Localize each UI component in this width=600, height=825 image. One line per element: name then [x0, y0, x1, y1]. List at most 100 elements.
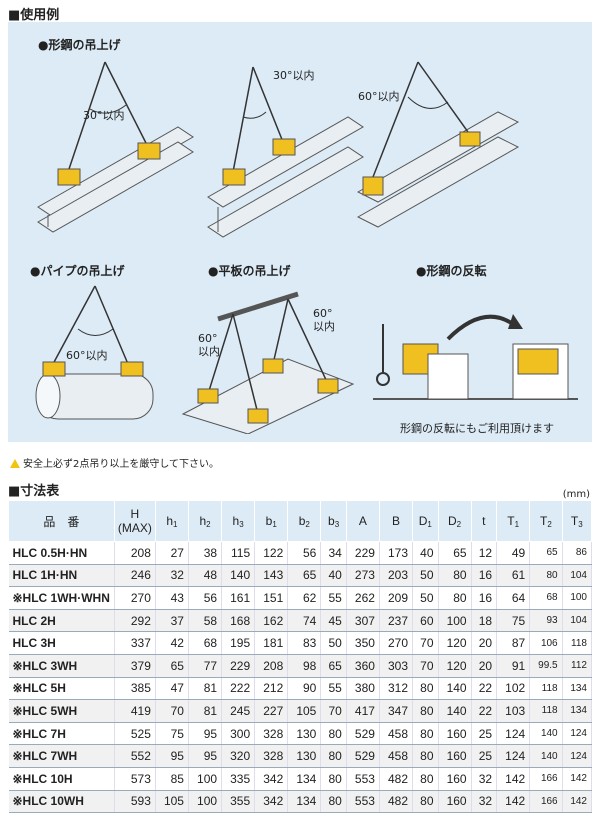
angle-label-5-right-text: 以内	[313, 320, 335, 333]
panel-label-shape-lift: ●形鋼の吊上げ	[38, 38, 121, 52]
unit-label: (mm)	[562, 489, 590, 500]
model-cell: ※HLC 10H	[8, 767, 115, 791]
model-cell: HLC 3H	[8, 631, 115, 655]
value-cell: 342	[254, 767, 289, 791]
shape-invert-illustration	[373, 314, 578, 400]
col-D1-sub: 1	[427, 519, 432, 529]
value-cell: 80	[320, 767, 347, 791]
value-cell: 80	[412, 699, 439, 723]
channel-steel-lift-illustration	[356, 61, 520, 228]
value-cell: 20	[471, 631, 498, 655]
model-cell: ※HLC 5H	[8, 677, 115, 701]
value-cell: 12	[471, 541, 498, 565]
angle-label-1: 30°以内	[83, 109, 125, 122]
value-cell: 87	[496, 631, 531, 655]
col-D2-sub: 2	[456, 519, 462, 529]
value-cell: 273	[346, 564, 380, 588]
value-cell: 70	[320, 699, 347, 723]
safety-note: 安全上必ず2点吊り以上を厳守して下さい。	[10, 455, 219, 470]
value-cell: 173	[379, 541, 414, 565]
value-cell: 120	[438, 631, 472, 655]
value-cell: 151	[254, 586, 289, 610]
value-cell: 270	[114, 586, 156, 610]
value-cell: 379	[114, 654, 156, 678]
value-cell: 64	[496, 586, 531, 610]
col-h1-label: h	[166, 513, 174, 528]
value-cell: 335	[221, 767, 256, 791]
value-cell: 166	[529, 790, 563, 814]
value-cell: 419	[114, 699, 156, 723]
col-h1-sub: 1	[173, 519, 178, 529]
value-cell: 16	[471, 564, 498, 588]
value-cell: 49	[496, 541, 531, 565]
value-cell: 68	[188, 631, 223, 655]
value-cell: 40	[412, 541, 439, 565]
usage-examples-panel: ●形鋼の吊上げ 30°以内 30°以内 60°以内 ●パイプの吊上げ	[8, 22, 592, 442]
value-cell: 68	[529, 586, 563, 610]
value-cell: 312	[379, 677, 414, 701]
value-cell: 130	[287, 722, 322, 746]
value-cell: 161	[221, 586, 256, 610]
value-cell: 80	[320, 790, 347, 814]
value-cell: 350	[346, 631, 380, 655]
panel-label-shape-invert: ●形鋼の反転	[416, 264, 487, 278]
value-cell: 45	[320, 609, 347, 633]
value-cell: 22	[471, 677, 498, 701]
value-cell: 134	[562, 699, 593, 723]
value-cell: 38	[188, 541, 223, 565]
value-cell: 209	[379, 586, 414, 610]
angle-label-2: 30°以内	[273, 69, 315, 82]
value-cell: 20	[471, 654, 498, 678]
col-h3: h3	[221, 500, 256, 542]
value-cell: 160	[438, 790, 472, 814]
value-cell: 573	[114, 767, 156, 791]
value-cell: 222	[221, 677, 256, 701]
value-cell: 50	[412, 564, 439, 588]
value-cell: 553	[346, 790, 380, 814]
invert-caption: 形鋼の反転にもご利用頂けます	[400, 422, 554, 435]
value-cell: 75	[155, 722, 189, 746]
value-cell: 43	[155, 586, 189, 610]
value-cell: 55	[320, 586, 347, 610]
col-T2-label: T	[540, 513, 548, 528]
model-cell: ※HLC 1WH·WHN	[8, 586, 115, 610]
col-H: H(MAX)	[113, 500, 156, 542]
value-cell: 122	[254, 541, 289, 565]
col-T3-sub: 3	[578, 519, 583, 529]
col-H-max: (MAX)	[117, 521, 152, 535]
value-cell: 86	[562, 541, 593, 565]
col-B: B	[378, 500, 414, 542]
value-cell: 143	[254, 564, 289, 588]
value-cell: 142	[496, 767, 531, 791]
model-cell: HLC 0.5H·HN	[8, 541, 115, 565]
value-cell: 380	[346, 677, 380, 701]
value-cell: 80	[438, 586, 472, 610]
value-cell: 300	[221, 722, 256, 746]
col-T3: T3	[561, 500, 593, 542]
value-cell: 417	[346, 699, 380, 723]
angle-label-5-left-deg: 60°	[198, 332, 218, 345]
pipe-lift-illustration	[35, 285, 154, 420]
col-D1: D1	[412, 500, 439, 542]
value-cell: 529	[346, 722, 380, 746]
col-A: A	[345, 500, 380, 542]
value-cell: 62	[287, 586, 322, 610]
value-cell: 270	[379, 631, 414, 655]
value-cell: 168	[221, 609, 256, 633]
value-cell: 74	[287, 609, 322, 633]
value-cell: 229	[346, 541, 380, 565]
value-cell: 18	[471, 609, 498, 633]
value-cell: 482	[379, 790, 414, 814]
col-h2-sub: 2	[206, 519, 211, 529]
value-cell: 80	[412, 744, 439, 768]
value-cell: 142	[562, 767, 593, 791]
value-cell: 342	[254, 790, 289, 814]
value-cell: 328	[254, 722, 289, 746]
value-cell: 106	[529, 631, 563, 655]
value-cell: 118	[529, 677, 563, 701]
value-cell: 55	[320, 677, 347, 701]
value-cell: 292	[114, 609, 156, 633]
value-cell: 328	[254, 744, 289, 768]
